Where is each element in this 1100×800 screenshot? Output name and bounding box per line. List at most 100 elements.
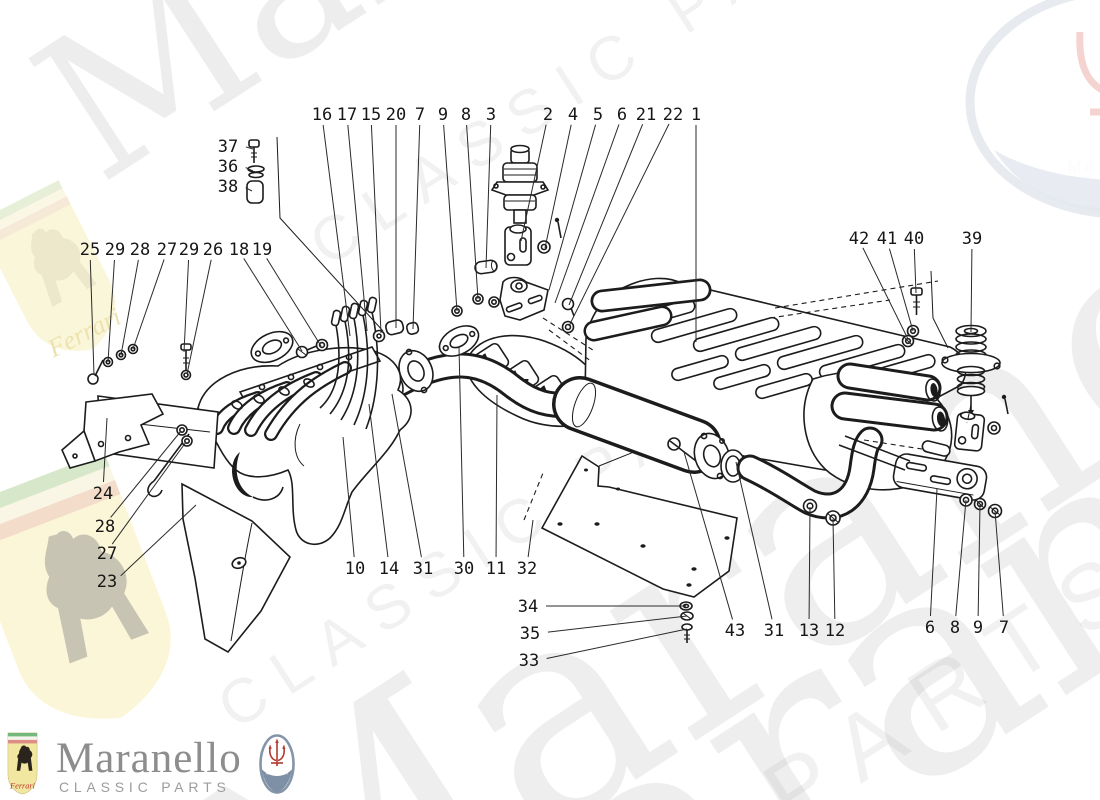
part-callout-19: 19: [252, 240, 272, 260]
muffler-inlet-tubes: [583, 278, 712, 342]
svg-text:MASERATI: MASERATI: [266, 770, 289, 775]
callout-leader-7: [994, 510, 1004, 617]
part-callout-27: 27: [157, 240, 177, 260]
part-callout-35: 35: [520, 624, 540, 644]
callout-leader-40: [913, 248, 917, 294]
part-callout-9: 9: [973, 618, 983, 638]
callout-leader-32: [527, 519, 534, 558]
callout-leader-28: [120, 259, 139, 356]
part-callout-21: 21: [636, 105, 656, 125]
part-callout-2: 2: [543, 105, 553, 125]
silencer-joint: [552, 376, 884, 526]
callout-leader-9: [443, 124, 458, 312]
part-callout-7: 7: [415, 105, 425, 125]
part-callout-25: 25: [80, 240, 100, 260]
part-callout-5: 5: [593, 105, 603, 125]
callout-leader-35: [547, 615, 688, 633]
part-callout-29: 29: [105, 240, 125, 260]
callout-leader-18: [243, 258, 303, 352]
part-callout-36: 36: [218, 157, 238, 177]
callout-leader-31: [391, 393, 422, 558]
callout-leader-12: [832, 518, 836, 620]
callout-leader-33: [546, 628, 688, 659]
callout-leader-11: [495, 394, 498, 558]
left-brackets: [61, 343, 219, 498]
rear-bracket-cluster: [892, 394, 1009, 519]
shield-fasteners: [679, 601, 694, 643]
callout-leader-29: [107, 259, 115, 363]
part-callout-27: 27: [97, 544, 117, 564]
callout-leader-29: [183, 259, 190, 353]
part-callout-24: 24: [93, 484, 113, 504]
part-callout-38: 38: [218, 177, 238, 197]
footer-brand-logo[interactable]: Ferrari Maranello CLASSIC PARTS MASERATI: [0, 726, 340, 800]
callout-leader-17: [347, 124, 368, 332]
part-callout-12: 12: [825, 621, 845, 641]
bolt-stack-37-36-38: [246, 136, 384, 332]
callout-leader-37: [245, 146, 254, 150]
part-callout-8: 8: [461, 105, 471, 125]
part-callout-31: 31: [764, 621, 784, 641]
callout-leader-31: [735, 461, 773, 620]
part-callout-10: 10: [345, 559, 365, 579]
part-callout-16: 16: [312, 105, 332, 125]
callout-leader-30: [458, 346, 465, 558]
callout-leader-43: [683, 451, 734, 620]
manifold-gasket: [250, 330, 294, 364]
part-callout-26: 26: [203, 240, 223, 260]
part-callout-33: 33: [519, 651, 539, 671]
callout-leader-24: [102, 417, 108, 483]
part-callout-42: 42: [849, 229, 869, 249]
part-callout-40: 40: [904, 229, 924, 249]
callout-leader-9: [977, 503, 981, 617]
callout-leader-23: [120, 504, 197, 577]
callout-leader-4: [544, 124, 572, 249]
trident-icon: [269, 742, 285, 766]
part-callout-23: 23: [97, 572, 117, 592]
svg-text:Ferrari: Ferrari: [9, 781, 35, 790]
callout-leader-42: [862, 247, 909, 340]
part-callout-9: 9: [438, 105, 448, 125]
part-callout-13: 13: [799, 621, 819, 641]
callout-leader-5: [548, 124, 597, 291]
lower-heat-shield: [181, 482, 291, 654]
part-callout-34: 34: [518, 597, 538, 617]
part-callout-4: 4: [568, 105, 578, 125]
callout-leader-7: [412, 124, 421, 330]
part-callout-29: 29: [179, 240, 199, 260]
callout-leader-41: [888, 248, 914, 332]
callout-leader-15: [370, 124, 382, 334]
ferrari-shield-icon: Ferrari: [6, 731, 39, 800]
part-callout-22: 22: [663, 105, 683, 125]
callout-leader-38: [245, 187, 253, 192]
callout-leader-10: [342, 436, 355, 558]
part-callout-8: 8: [950, 618, 960, 638]
part-callout-20: 20: [386, 105, 406, 125]
callout-leader-3: [485, 124, 492, 269]
callout-leader-14: [368, 403, 389, 558]
part-callout-6: 6: [925, 618, 935, 638]
callout-leader-22: [568, 123, 670, 327]
front-manifold: [197, 346, 412, 546]
assembly-dashes: [542, 280, 972, 471]
callout-leader-8: [955, 499, 967, 617]
part-callout-41: 41: [877, 229, 897, 249]
callout-leader-36: [245, 167, 254, 172]
callout-leader-13: [808, 506, 811, 620]
brand-tagline: CLASSIC PARTS: [59, 779, 231, 795]
part-callout-17: 17: [337, 105, 357, 125]
callout-leader-2: [520, 124, 547, 242]
callout-leader-27: [111, 441, 187, 545]
callout-leader-27: [132, 259, 165, 350]
bolt-43: [667, 437, 697, 462]
callout-leader-28: [110, 430, 182, 518]
part-callout-30: 30: [454, 559, 474, 579]
prancing-horse-icon: [16, 745, 33, 771]
part-callout-43: 43: [725, 621, 745, 641]
callout-leader-16: [322, 124, 351, 337]
callout-leader-26: [186, 259, 212, 375]
part-callout-3: 3: [486, 105, 496, 125]
callout-leader-25: [89, 259, 95, 376]
